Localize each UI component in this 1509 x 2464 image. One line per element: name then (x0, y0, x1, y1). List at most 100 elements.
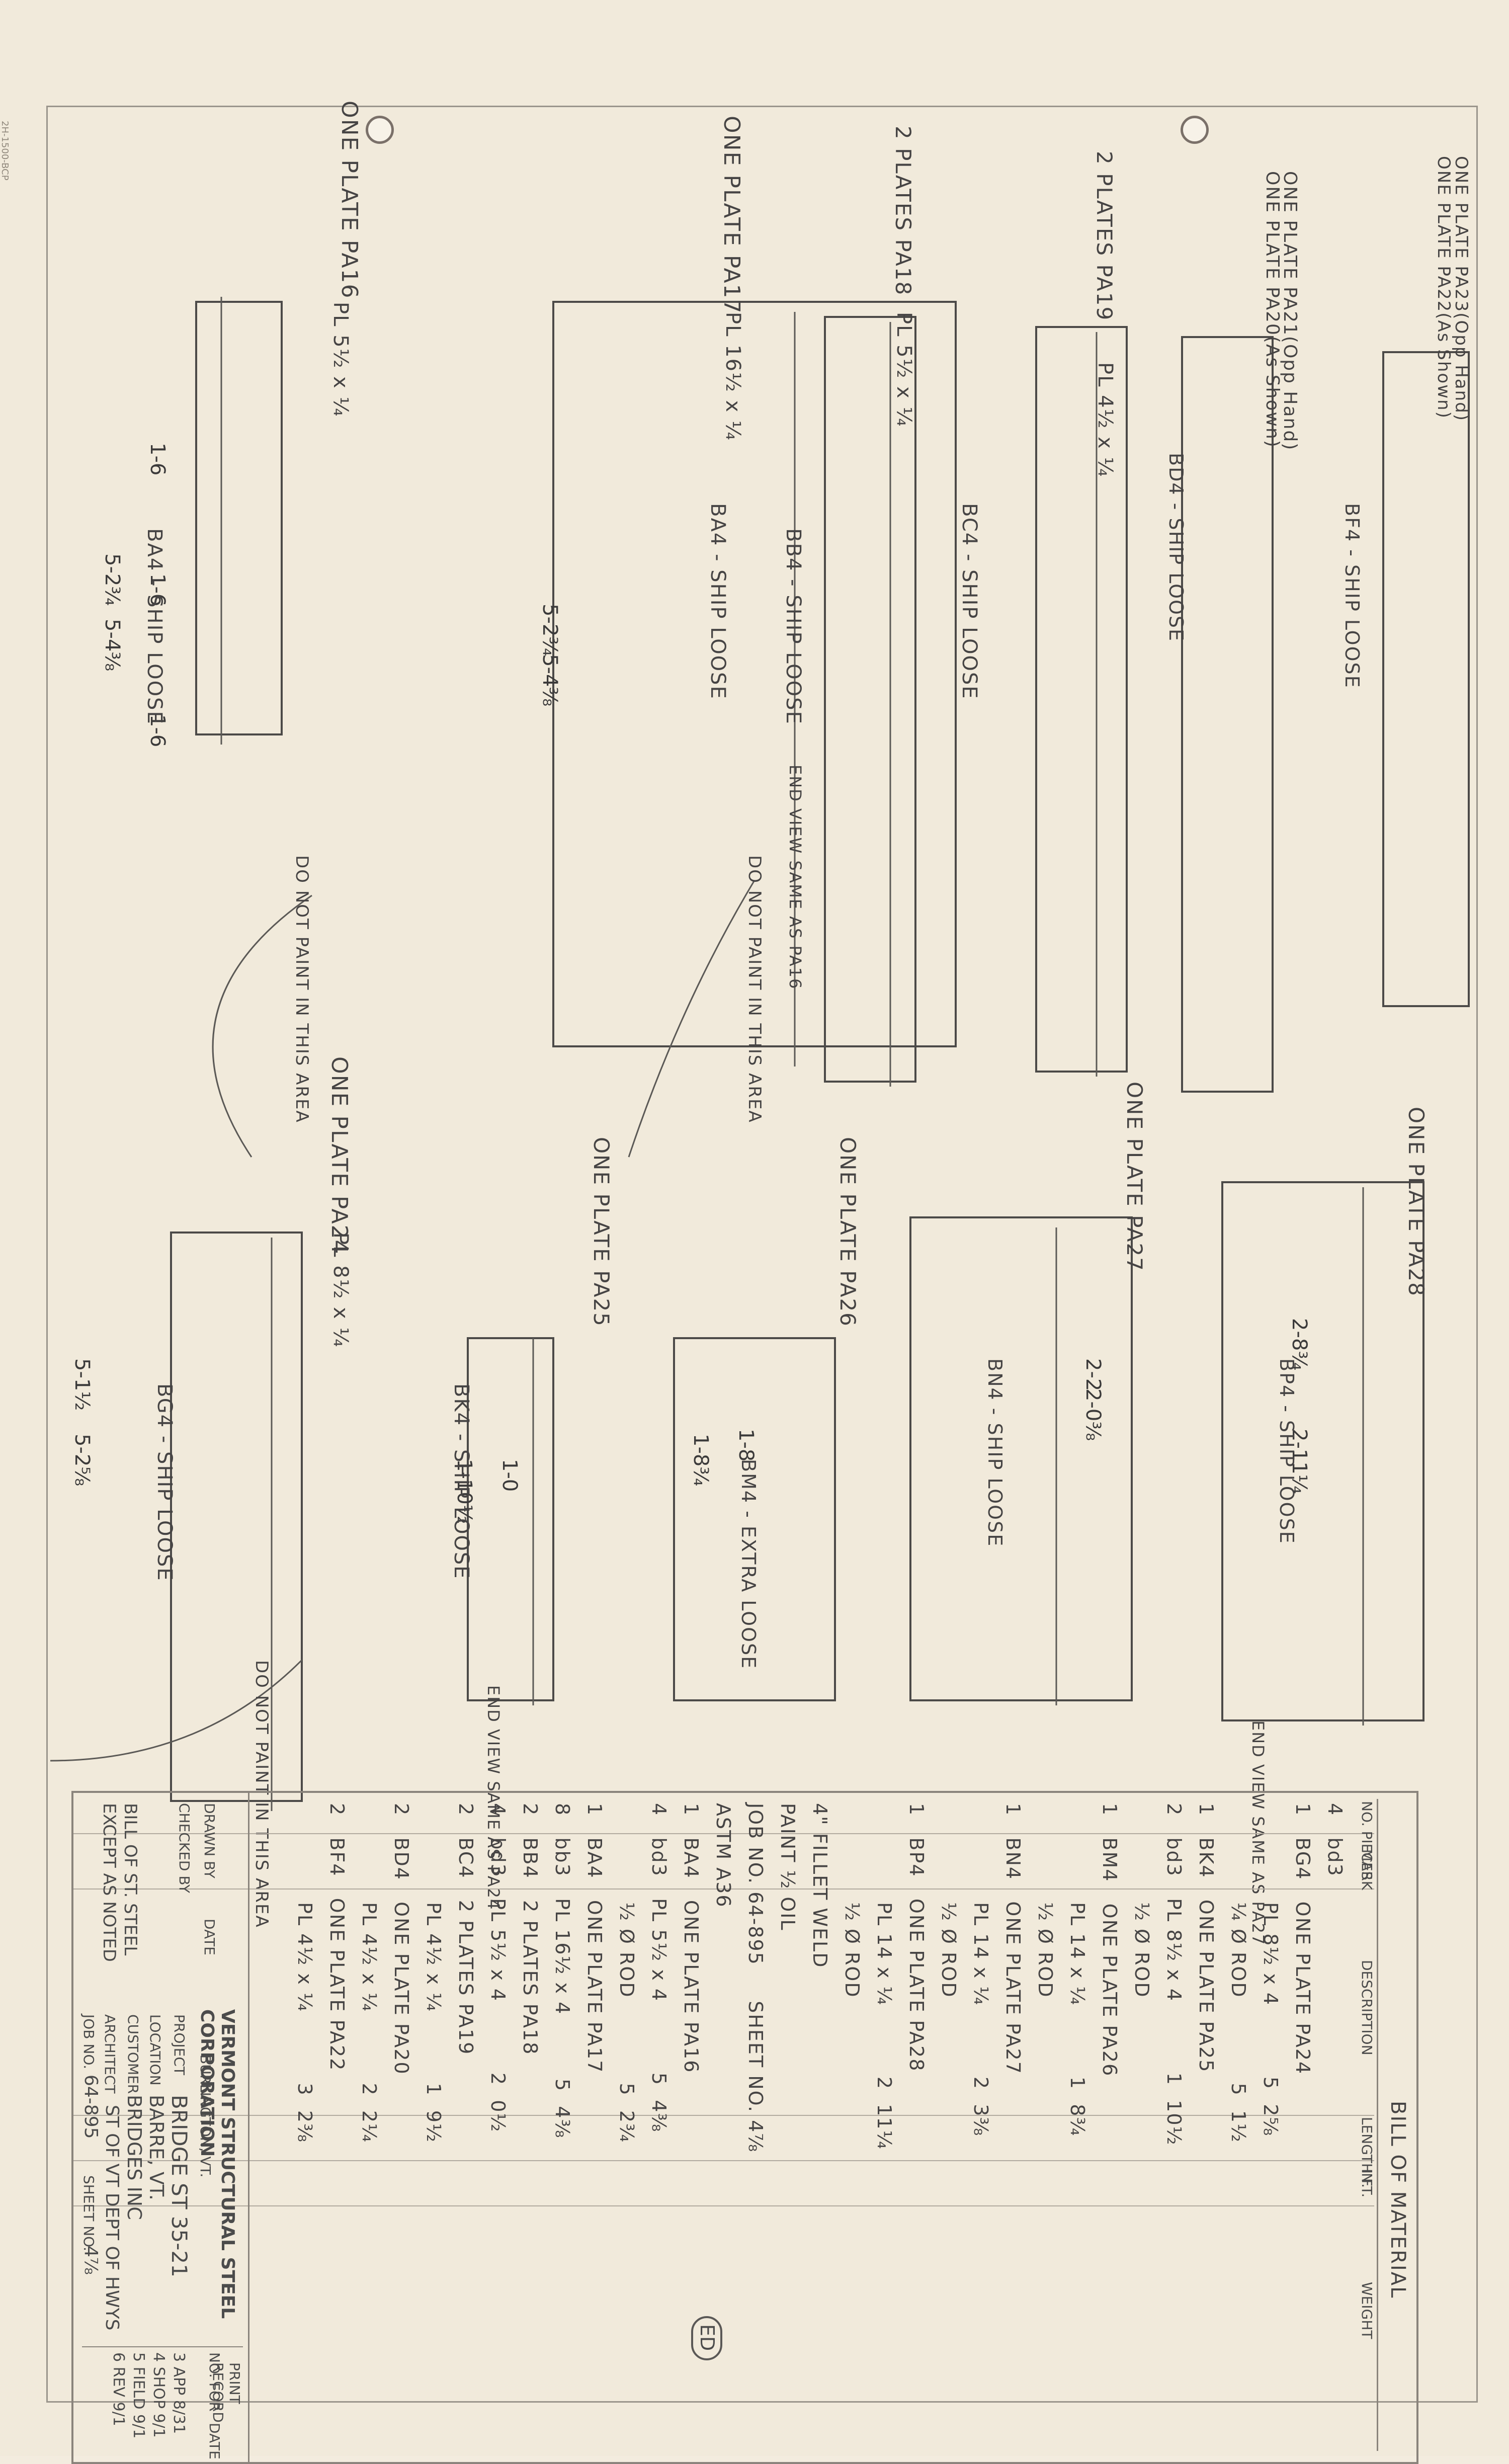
svg-text:5-4⅜: 5-4⅜ (538, 654, 561, 706)
plate-pa25 (467, 1337, 554, 1701)
bill-of-material-block: BILL OF MATERIAL NO. PIECES MARK DESCRIP… (71, 1791, 1418, 2464)
bill-line: ½ Ø ROD (938, 1803, 960, 1998)
drawing-callout: ONE PLATE PA17 (719, 116, 744, 314)
svg-text:1-8: 1-8 (734, 1429, 758, 1461)
bill-line: PL 8½ x 4 5 2⅝ (1260, 1803, 1282, 2137)
svg-text:2-0⅜: 2-0⅜ (1081, 1388, 1105, 1441)
job-no-value: 64-895 (80, 2075, 101, 2139)
drawing-callout: PL 5½ x ¼ (892, 312, 915, 428)
svg-text:1-8¾: 1-8¾ (689, 1434, 712, 1486)
job-no-label: JOB NO. (80, 2014, 97, 2070)
rev-col-no: NO. (206, 2352, 223, 2378)
bill-lines: 4 bd3 1 BG4 ONE PLATE PA24 PL 8½ x 4 5 2⅝… (239, 1803, 1346, 2452)
architect-label: ARCHITECT (102, 2014, 118, 2094)
bill-line: PL 14 x ¼ 2 11¼ (873, 1803, 895, 2150)
bill-line: JOB NO. 64-895 SHEET NO. 4⅞ (744, 1803, 767, 2153)
svg-text:1-6: 1-6 (146, 443, 169, 475)
sheet-no-label: SHEET NO. (80, 2175, 97, 2251)
drawing-callout: ONE PLATE PA22(As Shown) (1434, 156, 1454, 419)
svg-text:1-6: 1-6 (146, 714, 169, 747)
punch-hole-left (366, 116, 394, 144)
drawing-callout: ONE PLATE PA25 (589, 1137, 614, 1327)
drawing-callout: 2 PLATES PA18 (891, 126, 915, 296)
drawing-callout: DO NOT PAINT IN THIS AREA (744, 855, 765, 1123)
header-description: DESCRIPTION (1359, 1960, 1375, 2056)
project-info: VERMONT STRUCTURAL STEEL CORPORATION BUR… (72, 1793, 249, 2462)
customer-label: CUSTOMER (125, 2014, 141, 2094)
drawing-callout: PL 5½ x ¼ (329, 302, 352, 418)
ed-stamp: ED (691, 2316, 722, 2360)
location-value: BARRE, VT. (145, 2095, 167, 2200)
svg-text:2-11¼: 2-11¼ (1288, 1429, 1311, 1494)
svg-text:5-2⅝: 5-2⅝ (70, 1434, 94, 1486)
bill-line: 2 BC4 2 PLATES PA19 (455, 1803, 477, 2056)
company-city: BURLINGTON, VT. (197, 2055, 214, 2178)
plate-pa17 (552, 301, 957, 1047)
drawing-callout: PL 8½ x ¼ (329, 1233, 352, 1348)
sheet-no-value: 4⅞ (80, 2246, 101, 2275)
customer-value: BRIDGES INC (123, 2095, 145, 2220)
bill-line: 1 BA4 ONE PLATE PA16 (680, 1803, 702, 2074)
revision-entry: 6 REV 9/1 (110, 2352, 127, 2426)
drawing-callout: END VIEW SAME AS PA16 (786, 765, 805, 990)
bill-line: PL 4½ x ¼ 1 9½ (423, 1803, 445, 2143)
drawing-callout: BM4 - EXTRA LOOSE (737, 1459, 760, 1670)
plate-pa28 (1221, 1181, 1424, 1721)
rev-col-for: FOR (206, 2383, 223, 2412)
drawing-callout: BA4 - SHIP LOOSE (706, 503, 729, 700)
bill-line: ½ Ø ROD (1131, 1803, 1153, 1998)
svg-text:1-10½: 1-10½ (453, 1459, 476, 1524)
bill-line: PL 4½ x ¼ 2 2¼ (358, 1803, 380, 2143)
plate-pa19 (1035, 326, 1128, 1073)
bill-line: 2 BB4 2 PLATES PA18 (519, 1803, 541, 2056)
architect-value: ST OF VT DEPT OF HWYS (102, 2105, 122, 2331)
bill-column-headers: NO. PIECES MARK DESCRIPTION LENGTH FT. I… (1355, 1799, 1375, 2448)
svg-text:2-2: 2-2 (1081, 1358, 1105, 1391)
bill-title: BILL OF MATERIAL (1386, 2101, 1409, 2299)
drawing-callout: BF4 - SHIP LOOSE (1341, 503, 1363, 689)
drawing-callout: ONE PLATE PA27 (1122, 1082, 1147, 1272)
plate-pa20 (1181, 336, 1274, 1093)
location-label: LOCATION (147, 2014, 163, 2086)
sheet-border (46, 106, 1478, 2403)
bill-line: ½ Ø ROD 5 2¾ (616, 1803, 638, 2143)
drawing-callout: ONE PLATE PA24 (326, 1056, 352, 1255)
svg-text:2-8¾: 2-8¾ (1288, 1318, 1311, 1370)
svg-text:1-0: 1-0 (498, 1459, 521, 1492)
drawing-callout: BA4 - SHIP LOOSE (143, 528, 166, 725)
note-line-2: EXCEPT AS NOTED (99, 1803, 119, 1962)
bill-line: 1 BM4 ONE PLATE PA26 (1099, 1803, 1121, 2077)
bill-line: 2 bd3 PL 8½ x 4 1 10½ (1163, 1803, 1185, 2146)
header-mark: MARK (1359, 1849, 1375, 1891)
bill-line: PL 14 x ¼ 2 3⅜ (970, 1803, 992, 2137)
note-line-1: BILL OF ST. STEEL (120, 1803, 140, 1956)
bill-line: 4 bd3 (1324, 1803, 1346, 1877)
drawing-callout: BP4 - SHIP LOOSE (1276, 1358, 1298, 1544)
bill-line: 1 BK4 ONE PLATE PA25 (1195, 1803, 1217, 2073)
drawing-callout: BC4 - SHIP LOOSE (958, 503, 981, 700)
bill-line: 8 bb3 PL 16½ x 4 5 4⅜ (551, 1803, 573, 2139)
drawing-callout: ONE PLATE PA23(Opp Hand) (1451, 156, 1471, 422)
svg-text:5-2¾: 5-2¾ (538, 604, 561, 656)
svg-text:5-4⅜: 5-4⅜ (101, 619, 124, 671)
drawing-callout: PL 4½ x ¼ (1094, 362, 1117, 478)
plate-pa24 (170, 1231, 303, 1802)
checked-by-label: CHECKED BY (176, 1803, 193, 1894)
bill-line: 1 BG4 ONE PLATE PA24 (1292, 1803, 1314, 2075)
drawing-callout: 2 PLATES PA19 (1092, 151, 1117, 321)
header-inches: IN. (1359, 2169, 1375, 2188)
project-value: BRIDGE ST 35-21 (167, 2095, 192, 2277)
bill-line: PL 14 x ¼ 1 8¾ (1066, 1803, 1088, 2137)
bill-line: ½ Ø ROD (841, 1803, 863, 1998)
date-label: DATE (201, 1919, 218, 1955)
drawing-callout: BD4 - SHIP LOOSE (1165, 453, 1187, 642)
drawing-callout: ONE PLATE PA16 (337, 101, 362, 299)
bill-line: 4 bd3 PL 5½ x 4 5 4⅜ (648, 1803, 670, 2133)
drawing-callout: BN4 - SHIP LOOSE (984, 1358, 1006, 1547)
plate-pa26 (673, 1337, 836, 1701)
drawn-by-label: DRAWN BY (201, 1803, 218, 1878)
bill-line: 2 BD4 ONE PLATE PA20 (390, 1803, 412, 2075)
plate-pa27 (909, 1216, 1133, 1701)
